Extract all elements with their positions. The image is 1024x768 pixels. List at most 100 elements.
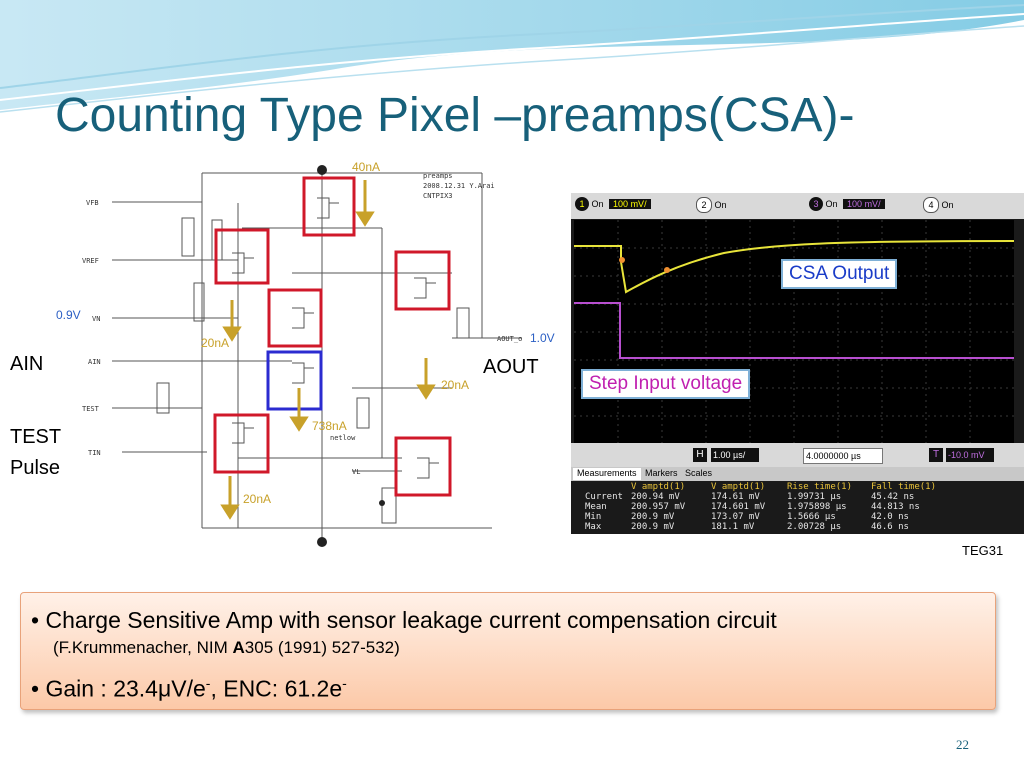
channel-4-badge: 4 <box>923 197 939 213</box>
channel-2-state: On <box>714 200 727 210</box>
current-label-top: 40nA <box>352 160 381 174</box>
pin-vfb: VFB <box>86 199 99 207</box>
measurement-cell: 181.1 mV <box>711 522 755 532</box>
channel-1-scale: 100 mV/ <box>609 199 651 209</box>
side-label-test: TEST <box>10 426 62 448</box>
channel-4-state: On <box>941 200 954 210</box>
measurements-tabs: Measurements Markers Scales <box>571 467 1024 481</box>
ref-bold: A <box>232 638 245 657</box>
timebase-value[interactable]: 1.00 µs/ <box>711 448 759 462</box>
ref-post: 305 (1991) 527-532) <box>244 638 400 657</box>
channel-3-badge: 3 <box>809 197 823 211</box>
gain-mu: μ <box>157 675 172 702</box>
scope-screen <box>574 220 1015 443</box>
current-label-mid: 738nA <box>312 419 347 433</box>
channel-2[interactable]: 2 On <box>696 197 727 215</box>
pin-vn: VN <box>92 315 100 323</box>
trace-ch3-step-input <box>574 302 1014 359</box>
gain-sup: - <box>205 675 211 691</box>
trigger-icon: T <box>929 448 943 462</box>
bullet-box: • Charge Sensitive Amp with sensor leaka… <box>20 592 996 710</box>
channel-3-state: On <box>825 199 838 209</box>
current-label-left-mid: 20nA <box>201 336 230 350</box>
measurement-header-cell: V amptd(1) <box>631 482 686 492</box>
pin-vl: VL <box>352 468 360 476</box>
oscilloscope-screenshot: 1 On 100 mV/ 2 On 3 On 100 mV/ 4 On <box>571 193 1024 534</box>
pin-test: TEST <box>82 405 100 413</box>
measurements-panel: Measurements Markers Scales V amptd(1) V … <box>571 467 1024 534</box>
channel-3-scale: 100 mV/ <box>843 199 885 209</box>
trace-ch1-csa-output <box>574 240 1015 294</box>
tab-markers[interactable]: Markers <box>645 468 678 478</box>
channel-1-state: On <box>591 199 604 209</box>
trigger-value[interactable]: -10.0 mV <box>946 448 994 462</box>
net-label: netlow <box>330 434 356 442</box>
pin-ain: AIN <box>88 358 101 366</box>
csa-schematic: preamps 2008.12.31 Y.Arai CNTPIX3 VFB VR… <box>82 165 522 547</box>
enc-sup: - <box>342 675 347 691</box>
measurement-cell: 44.813 ns <box>871 502 920 512</box>
pin-tin: TIN <box>88 449 101 457</box>
marker-a <box>619 257 625 263</box>
channel-3[interactable]: 3 On 100 mV/ <box>809 197 885 215</box>
voltage-label-out: 1.0V <box>530 331 555 345</box>
channel-2-badge: 2 <box>696 197 712 213</box>
timebase-bar: H 1.00 µs/ 4.0000000 µs T -10.0 mV <box>571 443 1024 467</box>
measurement-cell: 173.07 mV <box>711 512 760 522</box>
measurement-cell: 174.61 mV <box>711 492 760 502</box>
measurement-cell: 1.5666 µs <box>787 512 836 522</box>
measurement-cell: 45.42 ns <box>871 492 915 502</box>
current-label-bottom: 20nA <box>243 492 272 506</box>
measurement-cell: Current <box>585 492 623 502</box>
ref-pre: (F.Krummenacher, NIM <box>53 638 233 657</box>
schematic-header-line2: 2008.12.31 Y.Arai <box>423 182 495 190</box>
bullet-1-reference: (F.Krummenacher, NIM A305 (1991) 527-532… <box>53 638 400 658</box>
measurement-cell: 200.94 mV <box>631 492 680 502</box>
current-label-right-mid: 20nA <box>441 378 470 392</box>
channel-4[interactable]: 4 On <box>923 197 954 215</box>
voltage-label-in: 0.9V <box>56 308 81 322</box>
channel-1[interactable]: 1 On 100 mV/ <box>575 197 651 215</box>
side-label-aout: AOUT <box>483 356 539 378</box>
measurement-header-cell: Rise time(1) <box>787 482 853 492</box>
marker-b <box>664 267 670 273</box>
header-wave-decoration <box>0 0 1024 113</box>
side-label-ain: AIN <box>10 353 44 375</box>
measurement-cell: 200.9 mV <box>631 522 675 532</box>
measurement-header-cell: Fall time(1) <box>871 482 937 492</box>
enc-text: , ENC: 61.2e <box>210 675 343 702</box>
bullet-1-text: Charge Sensitive Amp with sensor leakage… <box>45 607 777 633</box>
position-value[interactable]: 4.0000000 µs <box>803 448 883 464</box>
measurement-cell: 174.601 mV <box>711 502 766 512</box>
tab-scales[interactable]: Scales <box>685 468 713 478</box>
pin-aout: AOUT_o <box>497 335 522 343</box>
channel-bar: 1 On 100 mV/ 2 On 3 On 100 mV/ 4 On <box>571 193 1024 219</box>
measurement-cell: 42.0 ns <box>871 512 909 522</box>
measurement-cell: 200.9 mV <box>631 512 675 522</box>
schematic-header-line3: CNTPIX3 <box>423 192 453 200</box>
scope-traces <box>574 220 1015 443</box>
side-label-pulse: Pulse <box>10 457 61 479</box>
measurement-cell: Mean <box>585 502 607 512</box>
bullet-1: • Charge Sensitive Amp with sensor leaka… <box>31 607 777 633</box>
horizontal-icon: H <box>693 448 707 462</box>
schematic-header-line1: preamps <box>423 172 453 180</box>
measurement-cell: 1.99731 µs <box>787 492 842 502</box>
measurement-cell: Max <box>585 522 602 532</box>
slide-title: Counting Type Pixel –preamps(CSA)- <box>55 89 855 142</box>
measurement-cell: 2.00728 µs <box>787 522 842 532</box>
page-number: 22 <box>956 737 969 752</box>
callout-csa-output: CSA Output <box>781 259 898 289</box>
measurement-cell: 46.6 ns <box>871 522 909 532</box>
channel-1-badge: 1 <box>575 197 589 211</box>
callout-step-input: Step Input voltage <box>581 369 751 399</box>
teg-label: TEG31 <box>962 543 1004 558</box>
measurement-cell: 200.957 mV <box>631 502 686 512</box>
gain-pre: Gain : 23.4 <box>45 675 158 702</box>
measurement-cell: Min <box>585 512 602 522</box>
tab-measurements[interactable]: Measurements <box>573 468 641 480</box>
measurement-header-cell: V amptd(1) <box>711 482 766 492</box>
gain-unit: V/e <box>171 675 206 702</box>
measurement-cell: 1.975898 µs <box>787 502 847 512</box>
pin-vref: VREF <box>82 257 99 265</box>
